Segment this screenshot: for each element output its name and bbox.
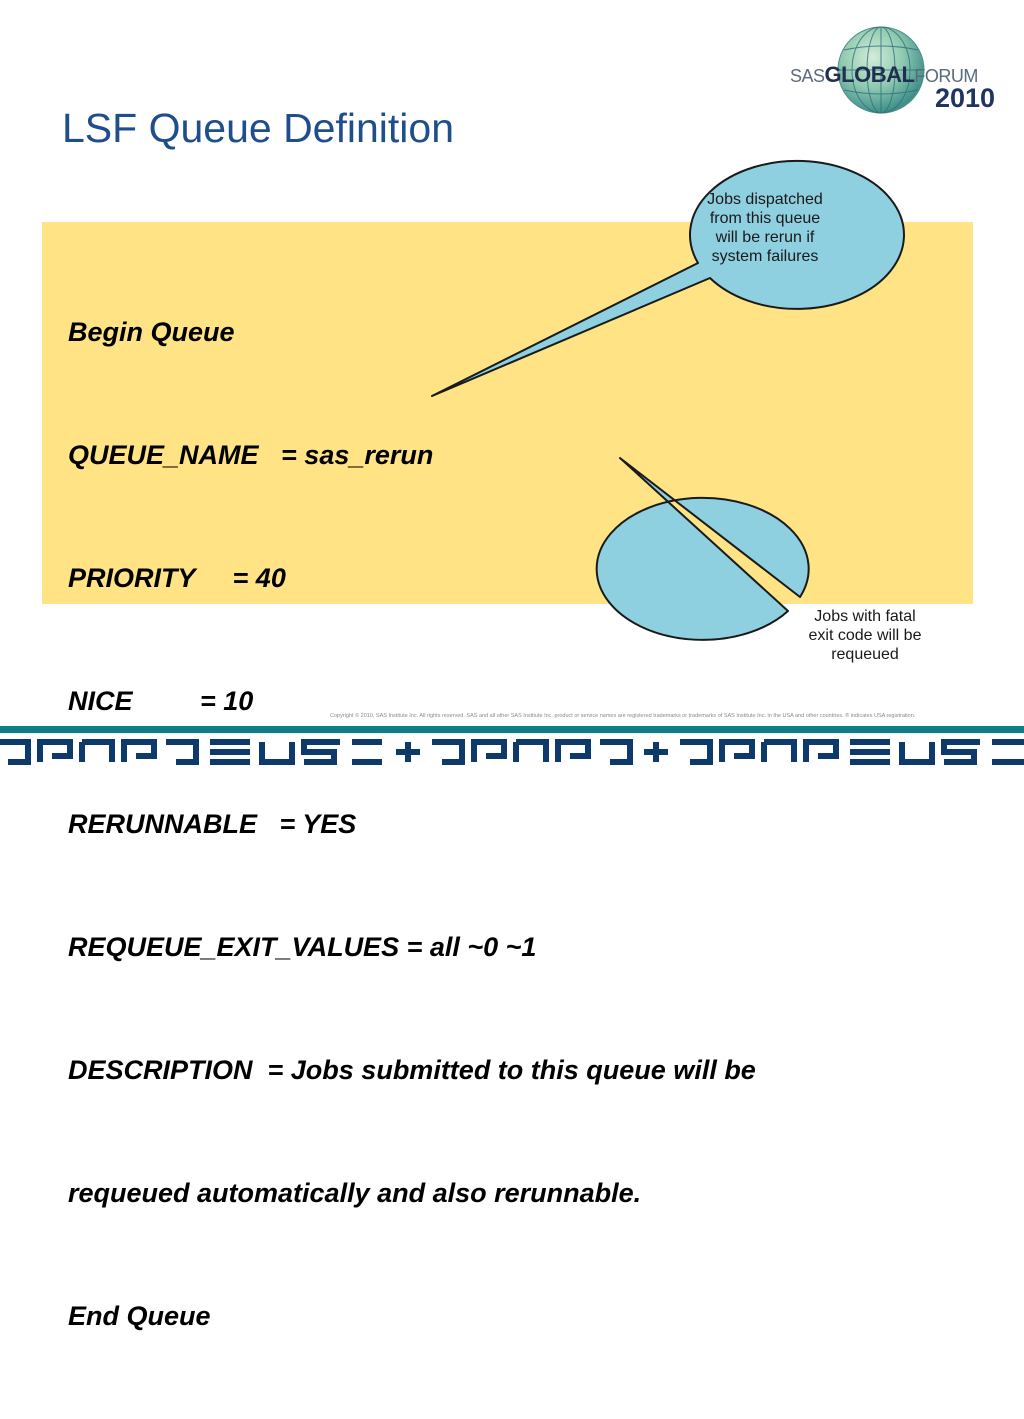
callout-line: Jobs dispatched [707, 191, 823, 208]
callout-line: requeued [831, 646, 899, 663]
callout-line: Jobs with fatal [814, 608, 916, 625]
globe-icon [837, 26, 925, 114]
code-line: DESCRIPTION = Jobs submitted to this que… [68, 1055, 756, 1085]
copyright-notice: Copyright © 2010, SAS Institute Inc. All… [330, 713, 916, 719]
sas-global-forum-logo: SASGLOBALFORUM 2010 [780, 20, 1010, 120]
code-line: PRIORITY = 40 [68, 563, 286, 593]
code-line: REQUEUE_EXIT_VALUES = all ~0 ~1 [68, 932, 537, 962]
slide: SASGLOBALFORUM 2010 LSF Queue Definition… [0, 20, 1024, 1331]
code-line: Begin Queue [68, 317, 235, 347]
code-line: RERUNNABLE = YES [68, 809, 357, 839]
callout-line: system failures [711, 248, 819, 265]
code-line: NICE = 10 [68, 686, 254, 716]
callout-line: exit code will be [808, 627, 922, 644]
code-line: requeued automatically and also rerunnab… [68, 1178, 642, 1208]
logo-forum: FORUM [914, 66, 978, 86]
logo-brand-text: SASGLOBALFORUM [790, 62, 978, 88]
callout-requeue-text: Jobs with fatal exit code will be requeu… [780, 607, 950, 664]
footer-pattern-band [0, 726, 1024, 765]
callout-line: from this queue [709, 210, 821, 227]
queue-definition-code: Begin Queue QUEUE_NAME = sas_rerun PRIOR… [68, 230, 756, 1419]
slide-title: LSF Queue Definition [62, 105, 455, 151]
logo-sas: SAS [790, 66, 825, 86]
callout-line: will be rerun if [715, 229, 815, 246]
logo-global: GLOBAL [824, 62, 915, 87]
callout-rerun-text: Jobs dispatched from this queue will be … [680, 190, 850, 266]
code-line: End Queue [68, 1301, 211, 1331]
logo-year: 2010 [935, 83, 996, 113]
code-line: QUEUE_NAME = sas_rerun [68, 440, 434, 470]
